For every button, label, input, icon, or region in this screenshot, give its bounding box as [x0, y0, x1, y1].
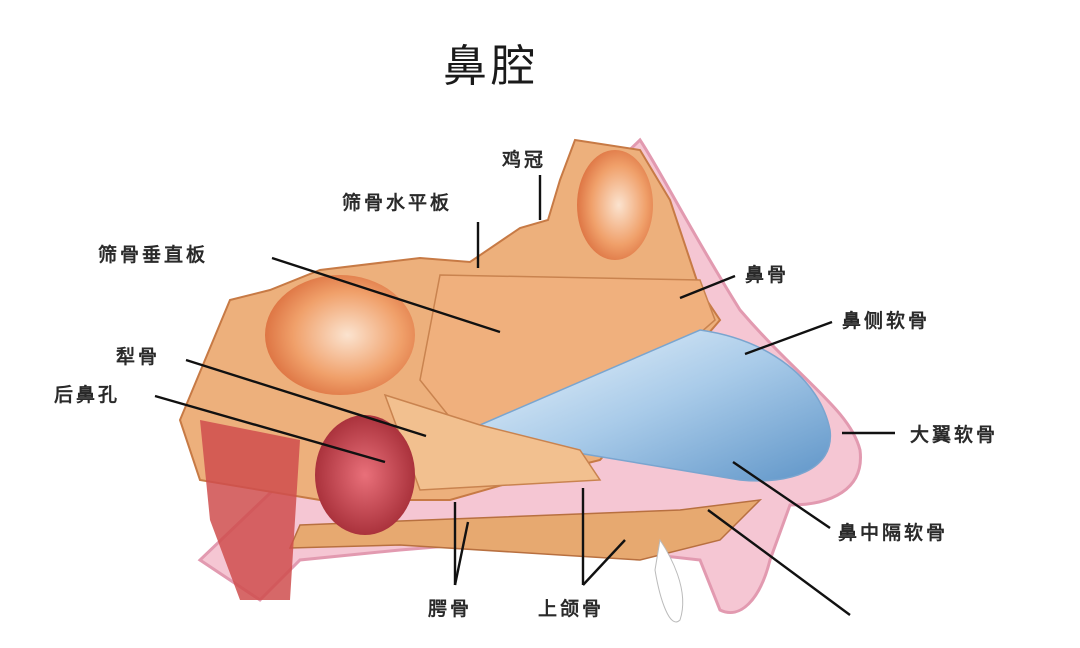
label-palatine-bone: 腭骨	[428, 598, 473, 620]
label-septal-cartilage: 鼻中隔软骨	[838, 522, 949, 544]
label-crista-galli: 鸡冠	[502, 149, 547, 171]
palate	[288, 498, 763, 561]
label-perpendicular-plate: 筛骨垂直板	[98, 244, 209, 266]
choana	[315, 415, 415, 535]
label-vomer: 犁骨	[116, 346, 161, 368]
pharynx-muscle	[200, 420, 300, 600]
diagram-title: 鼻腔	[443, 41, 539, 92]
frontal-sinus	[577, 150, 653, 260]
label-alar-cartilage: 大翼软骨	[910, 424, 999, 446]
label-maxilla: 上颌骨	[538, 598, 605, 620]
label-nasal-bone: 鼻骨	[745, 264, 790, 286]
incisor-tooth	[654, 538, 684, 623]
label-cribriform-plate: 筛骨水平板	[342, 192, 453, 214]
septal-cartilage	[477, 329, 831, 482]
label-lateral-cartilage: 鼻侧软骨	[842, 310, 931, 332]
sphenoid-sinus	[265, 275, 415, 395]
label-choana: 后鼻孔	[54, 384, 121, 406]
